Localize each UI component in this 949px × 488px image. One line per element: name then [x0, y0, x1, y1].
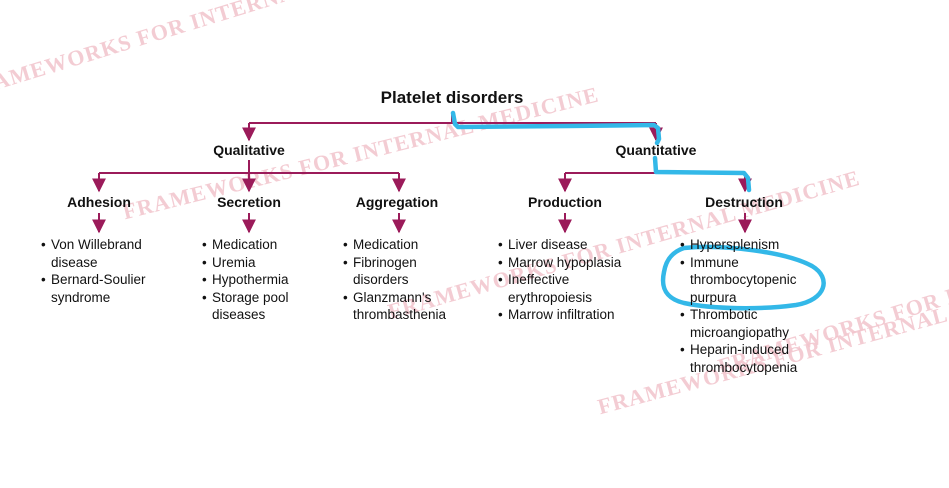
list-item: Heparin-induced thrombocytopenia — [680, 341, 797, 376]
diagram-title: Platelet disorders — [380, 88, 524, 107]
list-item-line: Medication — [212, 237, 278, 252]
list-item: Medication — [202, 236, 289, 254]
list-item-line: syndrome — [51, 289, 111, 305]
aggregation-list: Medication Fibrinogen disorders Glanzman… — [343, 236, 446, 324]
node-destruction: Destruction — [705, 194, 783, 210]
list-item-line: thrombasthenia — [353, 307, 447, 322]
list-item: Hypersplenism — [680, 236, 797, 254]
list-item: Storage pool diseases — [202, 289, 289, 324]
node-secretion: Secretion — [217, 194, 281, 210]
list-item-line: Liver disease — [508, 237, 588, 252]
node-qualitative: Qualitative — [213, 142, 285, 158]
list-item: Marrow hypoplasia — [498, 254, 621, 272]
list-item-line: diseases — [212, 307, 266, 322]
list-item: Bernard-Soulier syndrome — [41, 271, 146, 306]
list-item-line: Thrombotic — [690, 307, 758, 322]
list-item-line: Hypersplenism — [690, 237, 780, 252]
list-item-line: thrombocytopenia — [690, 359, 798, 375]
list-item-line: Von Willebrand — [51, 237, 142, 252]
list-item: Thrombotic microangiopathy — [680, 306, 797, 341]
node-production: Production — [528, 194, 602, 210]
list-item: Liver disease — [498, 236, 621, 254]
list-item-line: Bernard-Soulier — [51, 272, 146, 287]
list-item: Glanzmann's thrombasthenia — [343, 289, 446, 324]
list-item-highlighted: Immune thrombocytopenic purpura — [680, 254, 797, 307]
list-item: Uremia — [202, 254, 289, 272]
list-item-line: Fibrinogen — [353, 254, 417, 270]
list-item: Ineffective erythropoiesis — [498, 271, 621, 306]
list-item-line: microangiopathy — [690, 324, 790, 340]
list-item-line: Immune — [690, 254, 739, 270]
list-item-line: thrombocytopenic — [690, 272, 797, 287]
list-item-line: Marrow hypoplasia — [508, 254, 622, 270]
list-item: Fibrinogen disorders — [343, 254, 446, 289]
list-item: Von Willebrand disease — [41, 236, 146, 271]
destruction-list: Hypersplenism Immune thrombocytopenic pu… — [680, 236, 797, 376]
node-adhesion: Adhesion — [67, 194, 131, 210]
secretion-list: Medication Uremia Hypothermia Storage po… — [202, 236, 289, 324]
list-item: Medication — [343, 236, 446, 254]
list-item-line: Uremia — [212, 254, 256, 270]
list-item-line: Ineffective — [508, 272, 570, 287]
list-item-line: Glanzmann's — [353, 289, 432, 305]
adhesion-list: Von Willebrand disease Bernard-Soulier s… — [41, 236, 146, 306]
list-item: Hypothermia — [202, 271, 289, 289]
list-item-line: purpura — [690, 289, 737, 305]
list-item: Marrow infiltration — [498, 306, 621, 324]
list-item-line: erythropoiesis — [508, 289, 593, 305]
list-item-line: Heparin-induced — [690, 342, 790, 357]
list-item-line: Marrow infiltration — [508, 307, 615, 322]
list-item-line: Hypothermia — [212, 272, 289, 287]
list-item-line: disorders — [353, 272, 409, 287]
list-item-line: Storage pool — [212, 289, 289, 305]
list-item-line: disease — [51, 254, 98, 270]
production-list: Liver disease Marrow hypoplasia Ineffect… — [498, 236, 621, 324]
node-quantitative: Quantitative — [615, 142, 697, 158]
highlight-path-stroke — [450, 110, 752, 193]
list-item-line: Medication — [353, 237, 419, 252]
node-aggregation: Aggregation — [355, 194, 439, 210]
